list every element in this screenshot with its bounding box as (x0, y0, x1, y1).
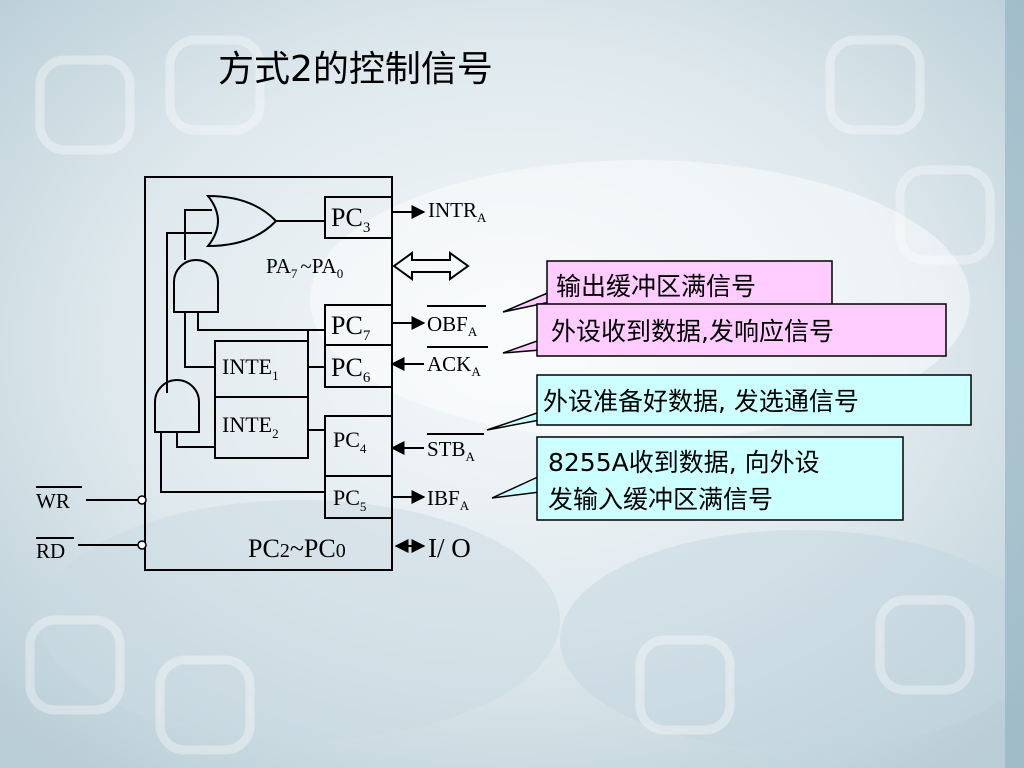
svg-text:WR: WR (36, 489, 70, 513)
callout-obf: 输出缓冲区满信号 (502, 260, 833, 313)
svg-text:INTE1: INTE1 (222, 354, 279, 383)
callout-stb: 外设准备好数据, 发选通信号 (486, 374, 972, 431)
svg-text:OBFA: OBFA (427, 312, 478, 339)
signal-stb: STBA (427, 433, 484, 464)
input-rd: RD (36, 537, 147, 563)
svg-text:STBA: STBA (427, 437, 476, 464)
pin-pc6: PC6 (324, 344, 393, 388)
svg-text:输出缓冲区满信号: 输出缓冲区满信号 (556, 272, 756, 301)
signal-io: I/ O (428, 533, 471, 563)
inte2-flipflop: INTE2 (214, 396, 309, 459)
callout-ibf: 8255A收到数据, 向外设 发输入缓冲区满信号 (491, 436, 904, 521)
svg-text:PC6: PC6 (331, 353, 371, 386)
inte1-flipflop: INTE1 (214, 340, 309, 398)
pin-pc4: PC4 (324, 415, 393, 477)
watermark-pattern (25, 35, 995, 755)
svg-text:发输入缓冲区满信号: 发输入缓冲区满信号 (548, 485, 773, 514)
or-gate (205, 194, 278, 248)
signal-obf: OBFA (427, 305, 486, 339)
svg-text:外设收到数据,发响应信号: 外设收到数据,发响应信号 (551, 317, 834, 346)
input-wr: WR (36, 486, 147, 513)
pin-pc7-label: PC (331, 311, 363, 340)
pin-arrows (390, 205, 426, 553)
pin-pc7: PC7 (324, 304, 393, 346)
svg-text:8255A收到数据, 向外设: 8255A收到数据, 向外设 (548, 448, 820, 477)
signal-intr: INTRA (428, 198, 487, 225)
signal-ibf: IBFA (427, 486, 470, 513)
svg-text:PC3: PC3 (331, 203, 370, 236)
pc2-pc0-label: PC2~PC0 (248, 534, 346, 563)
pin-pc5-sub: 5 (360, 499, 367, 514)
and-gate-input (154, 379, 200, 433)
svg-text:ACKA: ACKA (427, 352, 481, 379)
pin-pc4-label: PC (333, 427, 360, 452)
pin-pc3-sub: 3 (363, 220, 371, 236)
pin-pc4-sub: 4 (360, 441, 367, 456)
svg-text:PC4: PC4 (333, 427, 367, 456)
svg-text:PC5: PC5 (333, 485, 366, 514)
pa-bus-label: PA7~PA0 (266, 254, 343, 281)
and-gate-output (173, 259, 219, 313)
pin-pc5: PC5 (324, 475, 393, 519)
pin-pc3: PC3 (324, 196, 393, 239)
pin-pc6-sub: 6 (363, 370, 371, 386)
slide-title: 方式2的控制信号 (218, 49, 493, 90)
signal-ack: ACKA (427, 346, 488, 379)
pin-pc5-label: PC (333, 485, 360, 510)
svg-text:PC7: PC7 (331, 311, 371, 344)
svg-text:INTE2: INTE2 (222, 412, 279, 441)
pa-bidirectional-arrow (392, 251, 470, 281)
pin-pc6-label: PC (331, 353, 363, 382)
svg-text:外设准备好数据, 发选通信号: 外设准备好数据, 发选通信号 (543, 387, 859, 416)
pin-pc3-label: PC (331, 203, 363, 232)
callout-ack: 外设收到数据,发响应信号 (502, 303, 947, 357)
internal-wiring (160, 209, 325, 493)
svg-text:RD: RD (36, 539, 65, 563)
pin-pc7-sub: 7 (363, 328, 371, 344)
